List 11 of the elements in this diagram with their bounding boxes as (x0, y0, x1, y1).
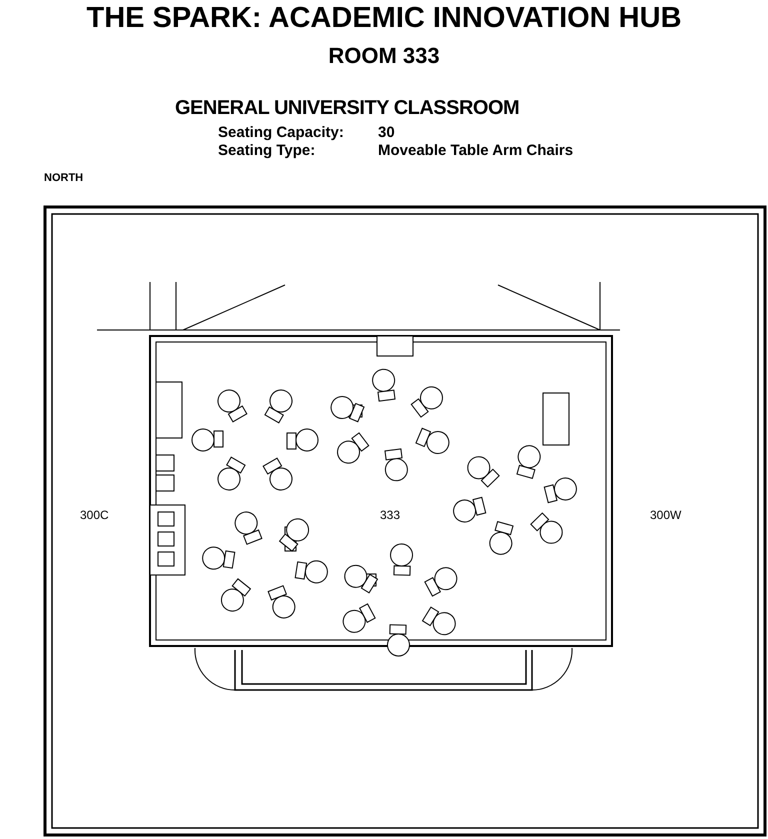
room-number: ROOM 333 (327, 42, 441, 70)
capacity-value: 30 (378, 124, 395, 143)
room-label: 300C (80, 508, 109, 523)
north-label: NORTH (44, 172, 84, 186)
room-label: 333 (380, 508, 400, 523)
room-type-heading: GENERAL UNIVERSITY CLASSROOM (175, 96, 520, 121)
capacity-label: Seating Capacity: (218, 124, 344, 143)
seating-type-label: Seating Type: (218, 142, 316, 161)
seating-type-value: Moveable Table Arm Chairs (378, 142, 574, 161)
page-title: THE SPARK: ACADEMIC INNOVATION HUB (85, 4, 683, 33)
room-label: 300W (650, 508, 682, 523)
